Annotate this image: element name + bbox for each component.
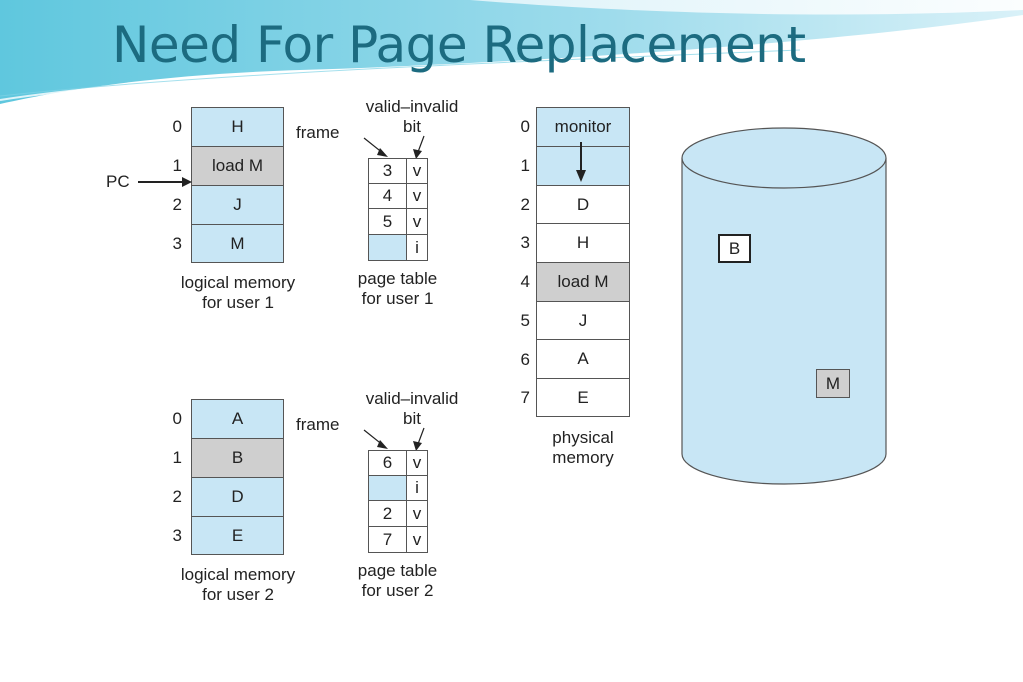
user1-pt-frame-2: 5 [368,208,407,235]
user2-pt-bit-3: v [406,526,428,553]
disk-block-b: B [718,234,751,263]
user2-pt-frame-2: 2 [368,500,407,527]
phys-frame-0: monitor [536,107,630,147]
user1-pt-bit-3: i [406,234,428,261]
user2-frame-arrow [363,429,388,449]
user2-valid-invalid-label: valid–invalid [365,389,459,408]
phys-index-3: 3 [520,233,530,252]
user2-frame-label: frame [296,415,340,434]
user1-index-1: 1 [172,156,182,175]
user2-logical-caption-1: logical memory [180,565,296,584]
user2-index-1: 1 [172,448,182,467]
disk-cylinder [681,127,887,485]
user1-frame-label: frame [296,123,340,142]
user1-frame-arrow [363,137,388,157]
user2-pt-bit-2: v [406,500,428,527]
phys-index-6: 6 [520,350,530,369]
user1-page-1: load M [191,146,284,186]
phys-frame-5: J [536,301,630,340]
phys-frame-3: H [536,223,630,263]
phys-index-1: 1 [520,156,530,175]
pc-label: PC [106,172,130,191]
phys-index-4: 4 [520,272,530,291]
disk-block-m: M [816,369,850,398]
phys-caption-2: memory [552,448,614,467]
user1-pt-frame-0: 3 [368,158,407,184]
user2-page-2: D [191,477,284,517]
user2-pt-bit-1: i [406,475,428,501]
user1-page-0: H [191,107,284,147]
page-title: Need For Page Replacement [112,16,806,74]
user2-pt-frame-3: 7 [368,526,407,553]
user2-page-0: A [191,399,284,439]
phys-index-2: 2 [520,195,530,214]
user2-bit-arrow [413,427,425,451]
phys-frame-4: load M [536,262,630,302]
phys-frame-6: A [536,339,630,379]
user1-bit-arrow [413,135,425,159]
user2-page-1: B [191,438,284,478]
user2-pt-frame-0: 6 [368,450,407,476]
user2-pt-bit-0: v [406,450,428,476]
user1-pt-bit-0: v [406,158,428,184]
phys-frame-1 [536,146,630,186]
phys-index-0: 0 [520,117,530,136]
user1-logical-caption-1: logical memory [180,273,296,292]
user2-pt-caption-2: for user 2 [361,581,434,600]
user2-page-3: E [191,516,284,555]
user2-pt-frame-1 [368,475,407,501]
user1-page-3: M [191,224,284,263]
user1-pt-caption-1: page table [357,269,438,288]
user1-pt-frame-3 [368,234,407,261]
user1-valid-invalid-label: valid–invalid [365,97,459,116]
user2-index-2: 2 [172,487,182,506]
phys-index-5: 5 [520,311,530,330]
user1-index-2: 2 [172,195,182,214]
user1-page-2: J [191,185,284,225]
phys-frame-2: D [536,185,630,224]
monitor-arrow [576,142,586,182]
user1-logical-caption-2: for user 1 [202,293,274,312]
user2-index-3: 3 [172,526,182,545]
user2-index-0: 0 [172,409,182,428]
user1-pt-caption-2: for user 1 [361,289,434,308]
user2-pt-caption-1: page table [357,561,438,580]
user1-bit-label: bit [403,117,421,136]
user1-pt-frame-1: 4 [368,183,407,209]
user2-bit-label: bit [403,409,421,428]
user1-index-3: 3 [172,234,182,253]
pc-arrow [138,177,192,187]
phys-frame-7: E [536,378,630,417]
user1-pt-bit-1: v [406,183,428,209]
user2-logical-caption-2: for user 2 [202,585,274,604]
phys-caption-1: physical [552,428,614,447]
page-replacement-diagram: 0 1 2 3 H load M J M PC logical memory f… [104,96,889,604]
user1-index-0: 0 [172,117,182,136]
user1-pt-bit-2: v [406,208,428,235]
phys-index-7: 7 [520,388,530,407]
